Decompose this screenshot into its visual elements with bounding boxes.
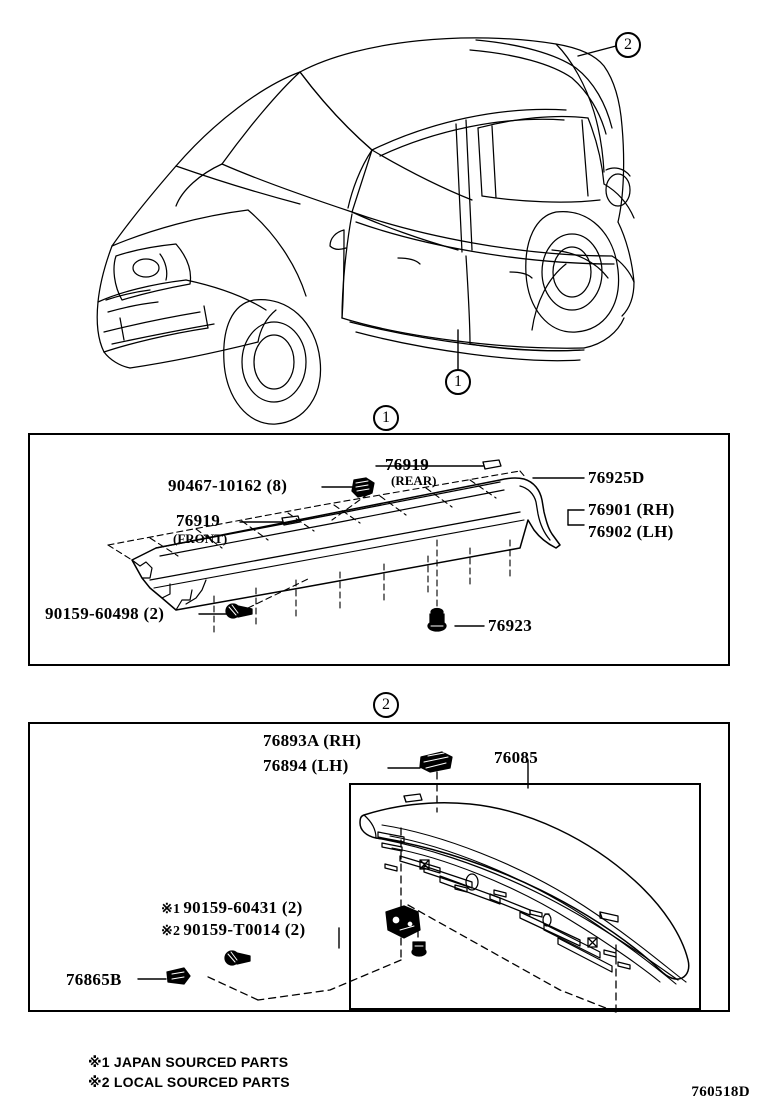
callout-2-car[interactable]: 2	[615, 32, 641, 58]
car-callout-leaders	[457, 45, 617, 373]
footnotes-block: ※1 JAPAN SOURCED PARTS ※2 LOCAL SOURCED …	[88, 1052, 290, 1093]
label-76894-lh-text: 76894 (LH)	[263, 756, 349, 775]
callout-2-car-label: 2	[624, 36, 632, 53]
label-76894-lh[interactable]: 76894 (LH)	[263, 757, 349, 775]
callout-2-panel-header[interactable]: 2	[373, 692, 399, 718]
label-76919-front-sub: (FRONT)	[173, 532, 227, 546]
callout-1-panel-label: 1	[382, 409, 390, 426]
footnote-local-sourced: ※2 LOCAL SOURCED PARTS	[88, 1074, 290, 1091]
label-76925d-text: 76925D	[588, 468, 645, 487]
panel-2-inner-box	[349, 783, 701, 1010]
car-illustration-group	[96, 37, 635, 425]
label-90159-60431-text: 90159-60431 (2)	[183, 898, 303, 917]
label-90467-10162-text: 90467-10162 (8)	[168, 476, 288, 495]
label-76919-rear-sub: (REAR)	[391, 474, 437, 488]
label-76919-rear-text: 76919	[385, 455, 429, 474]
label-76865b-text: 76865B	[66, 970, 122, 989]
label-76919-front[interactable]: 76919	[176, 512, 220, 530]
label-76919-front-sub-text: (FRONT)	[173, 531, 228, 546]
callout-1-panel-header[interactable]: 1	[373, 405, 399, 431]
label-76902-lh-text: 76902 (LH)	[588, 522, 674, 541]
label-76901-rh-text: 76901 (RH)	[588, 500, 675, 519]
label-76919-rear-sub-text: (REAR)	[391, 473, 437, 488]
label-76902-lh[interactable]: 76902 (LH)	[588, 523, 674, 541]
label-76919-rear[interactable]: 76919	[385, 456, 429, 474]
label-76085[interactable]: 76085	[494, 749, 538, 767]
label-76893a-rh[interactable]: 76893A (RH)	[263, 732, 361, 750]
label-76923[interactable]: 76923	[488, 617, 532, 635]
label-76923-text: 76923	[488, 616, 532, 635]
label-76919-front-text: 76919	[176, 511, 220, 530]
callout-2-panel-label: 2	[382, 696, 390, 713]
callout-1-car-label: 1	[454, 373, 462, 390]
panel-2-box	[28, 722, 730, 1012]
diagram-code: 760518D	[691, 1084, 750, 1100]
label-76893a-rh-text: 76893A (RH)	[263, 731, 362, 750]
label-90159-t0014-text: 90159-T0014 (2)	[183, 920, 306, 939]
label-76085-text: 76085	[494, 748, 538, 767]
mark-local-sourced: ※2	[161, 924, 181, 939]
label-90159-60498-text: 90159-60498 (2)	[45, 604, 165, 623]
footnote-japan-sourced: ※1 JAPAN SOURCED PARTS	[88, 1054, 289, 1070]
panel-1-box	[28, 433, 730, 666]
label-76901-rh[interactable]: 76901 (RH)	[588, 501, 675, 519]
label-90159-60498[interactable]: 90159-60498 (2)	[45, 605, 164, 623]
label-76925d[interactable]: 76925D	[588, 469, 645, 487]
label-76865b[interactable]: 76865B	[66, 971, 122, 989]
mark-japan-sourced: ※1	[161, 902, 181, 917]
callout-1-car[interactable]: 1	[445, 369, 471, 395]
label-90467-10162[interactable]: 90467-10162 (8)	[168, 477, 287, 495]
